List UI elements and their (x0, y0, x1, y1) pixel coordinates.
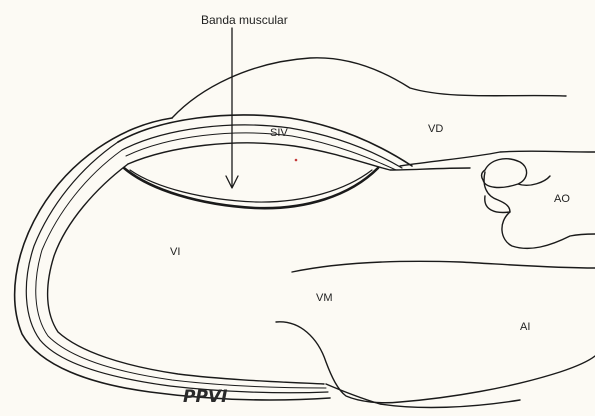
label-vd: VD (428, 123, 443, 135)
label-vm: VM (316, 292, 333, 304)
label-ai: AI (520, 321, 530, 333)
marker-dot (295, 159, 298, 162)
label-vi: VI (170, 246, 180, 258)
label-ppvi: PPVI (183, 387, 227, 407)
label-ao: AO (554, 193, 570, 205)
label-banda-muscular: Banda muscular (201, 13, 288, 27)
label-siv: SIV (270, 127, 288, 139)
